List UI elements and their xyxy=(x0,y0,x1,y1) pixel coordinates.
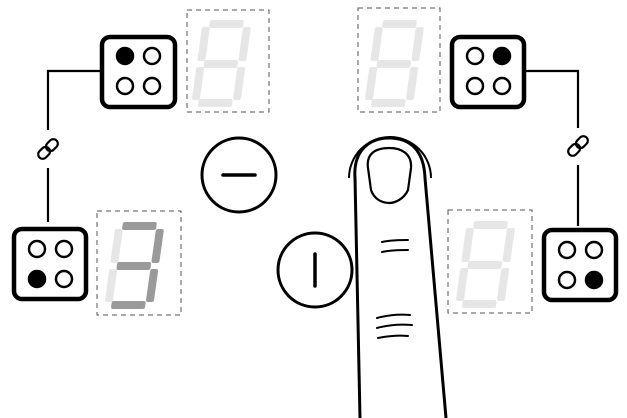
cooking-zone-icon xyxy=(541,227,619,303)
power-button[interactable] xyxy=(276,231,354,309)
burner-dot-active xyxy=(492,46,512,66)
zone-front-left xyxy=(99,34,178,110)
pointing-finger xyxy=(353,136,448,418)
burner-dot xyxy=(27,239,47,259)
link-icon xyxy=(37,138,59,160)
burner-dot xyxy=(115,76,135,96)
display-frame xyxy=(96,210,182,316)
seven-segment-display xyxy=(456,221,515,308)
zone-back-left xyxy=(11,226,89,302)
burner-dot-active xyxy=(27,269,47,289)
seven-segment-display xyxy=(192,20,251,107)
cooking-zone-icon xyxy=(11,226,89,302)
burner-dot-active xyxy=(115,46,135,66)
burner-dot xyxy=(54,239,74,259)
minus-button[interactable] xyxy=(200,136,278,214)
seven-segment-display xyxy=(365,20,424,107)
burner-dot-active xyxy=(584,270,604,290)
burner-dot xyxy=(584,240,604,260)
display-frame xyxy=(447,209,533,314)
burner-dot xyxy=(557,240,577,260)
burner-dot xyxy=(142,46,162,66)
cooking-zone-icon xyxy=(449,34,527,110)
burner-dot xyxy=(492,76,512,96)
display-frame xyxy=(357,7,441,113)
burner-dot xyxy=(54,269,74,289)
burner-dot xyxy=(557,270,577,290)
link-icon xyxy=(567,135,589,157)
zone-front-right xyxy=(449,34,527,110)
display-frame xyxy=(186,9,270,113)
burner-dot xyxy=(465,76,485,96)
zone-back-right xyxy=(541,227,619,303)
link-wire-right xyxy=(524,69,580,226)
burner-dot xyxy=(465,46,485,66)
cooking-zone-icon xyxy=(99,34,178,110)
link-wire-left xyxy=(46,69,100,222)
burner-dot xyxy=(142,76,162,96)
fingernail xyxy=(366,146,413,205)
seven-segment-display xyxy=(105,222,164,309)
